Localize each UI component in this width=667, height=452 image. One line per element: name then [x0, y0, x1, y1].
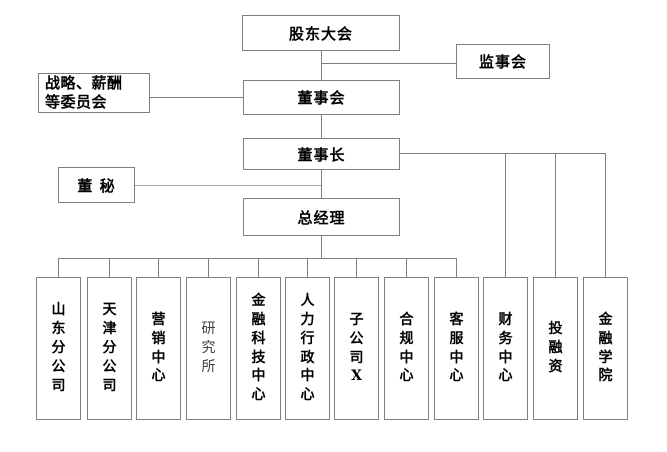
org-node-shareholders-meeting: 股东大会: [242, 15, 400, 51]
connector-stub-research: [208, 258, 209, 277]
org-node-label: 合规中心: [399, 311, 414, 385]
org-node-label: 投融资: [548, 321, 563, 375]
org-node-label: 金融科技中心: [251, 292, 266, 404]
org-node-label: 财务中心: [498, 311, 513, 385]
org-node-customer-service-center: 客服中心: [434, 277, 479, 420]
connector-stub-hr-admin: [307, 258, 308, 277]
org-node-finance-academy: 金融学院: [583, 277, 628, 420]
connector-chairman-gm: [321, 170, 322, 198]
org-node-label: 客服中心: [449, 311, 464, 385]
org-node-investment-financing: 投融资: [533, 277, 578, 420]
org-node-board-of-directors: 董事会: [243, 80, 400, 115]
org-node-label: 子公司X: [349, 311, 364, 385]
org-node-label-line2: 等委员会: [45, 93, 108, 111]
org-node-compliance-center: 合规中心: [384, 277, 429, 420]
org-node-marketing-center: 营销中心: [136, 277, 181, 420]
connector-stub-fintech: [258, 258, 259, 277]
connector-to-supervisors: [321, 63, 456, 64]
org-node-label: 研究所: [201, 321, 216, 375]
connector-drop-finance-academy: [605, 153, 606, 277]
connector-stub-compliance: [406, 258, 407, 277]
org-node-label: 人力行政中心: [300, 292, 315, 404]
org-node-label: 董事会: [297, 89, 346, 107]
org-node-label: 营销中心: [151, 311, 166, 385]
org-node-label: 董事长: [297, 145, 346, 164]
connector-chairman-right-bus: [400, 153, 606, 154]
org-node-label: 天津分公司: [102, 302, 117, 394]
org-node-tianjin-branch: 天津分公司: [87, 277, 132, 420]
org-node-general-manager: 总经理: [243, 198, 400, 236]
connector-gm-bus: [321, 236, 322, 258]
org-node-board-secretary: 董 秘: [58, 167, 135, 203]
org-node-label: 监事会: [478, 53, 527, 71]
connector-stub-tianjin: [109, 258, 110, 277]
org-node-label: 总经理: [297, 208, 346, 227]
org-node-chairman: 董事长: [243, 138, 400, 170]
org-node-label: 山东分公司: [51, 302, 66, 394]
org-node-label-line1: 战略、薪酬: [45, 74, 123, 92]
org-node-label: 董 秘: [77, 176, 116, 195]
connector-to-board-secretary: [135, 185, 321, 186]
connector-stub-subsidiary-x: [356, 258, 357, 277]
org-node-finance-center: 财务中心: [483, 277, 528, 420]
connector-stub-marketing: [158, 258, 159, 277]
org-node-research-institute: 研究所: [186, 277, 231, 420]
org-node-supervisory-board: 监事会: [456, 44, 550, 79]
org-node-strategy-compensation-committee: 战略、薪酬 等委员会: [38, 73, 150, 113]
connector-stub-customer-service: [456, 258, 457, 277]
connector-to-strategy-committee: [150, 97, 243, 98]
org-node-label: 金融学院: [598, 311, 613, 385]
connector-shareholders-board: [321, 51, 322, 80]
org-node-fintech-center: 金融科技中心: [236, 277, 281, 420]
connector-drop-finance-center: [505, 153, 506, 277]
connector-gm-horizontal-bus: [58, 258, 457, 259]
connector-stub-shandong: [58, 258, 59, 277]
connector-board-chairman: [321, 115, 322, 138]
org-node-shandong-branch: 山东分公司: [36, 277, 81, 420]
org-node-label: 股东大会: [288, 24, 353, 43]
org-node-hr-admin-center: 人力行政中心: [285, 277, 330, 420]
org-node-subsidiary-x: 子公司X: [334, 277, 379, 420]
connector-drop-investment-financing: [555, 153, 556, 277]
